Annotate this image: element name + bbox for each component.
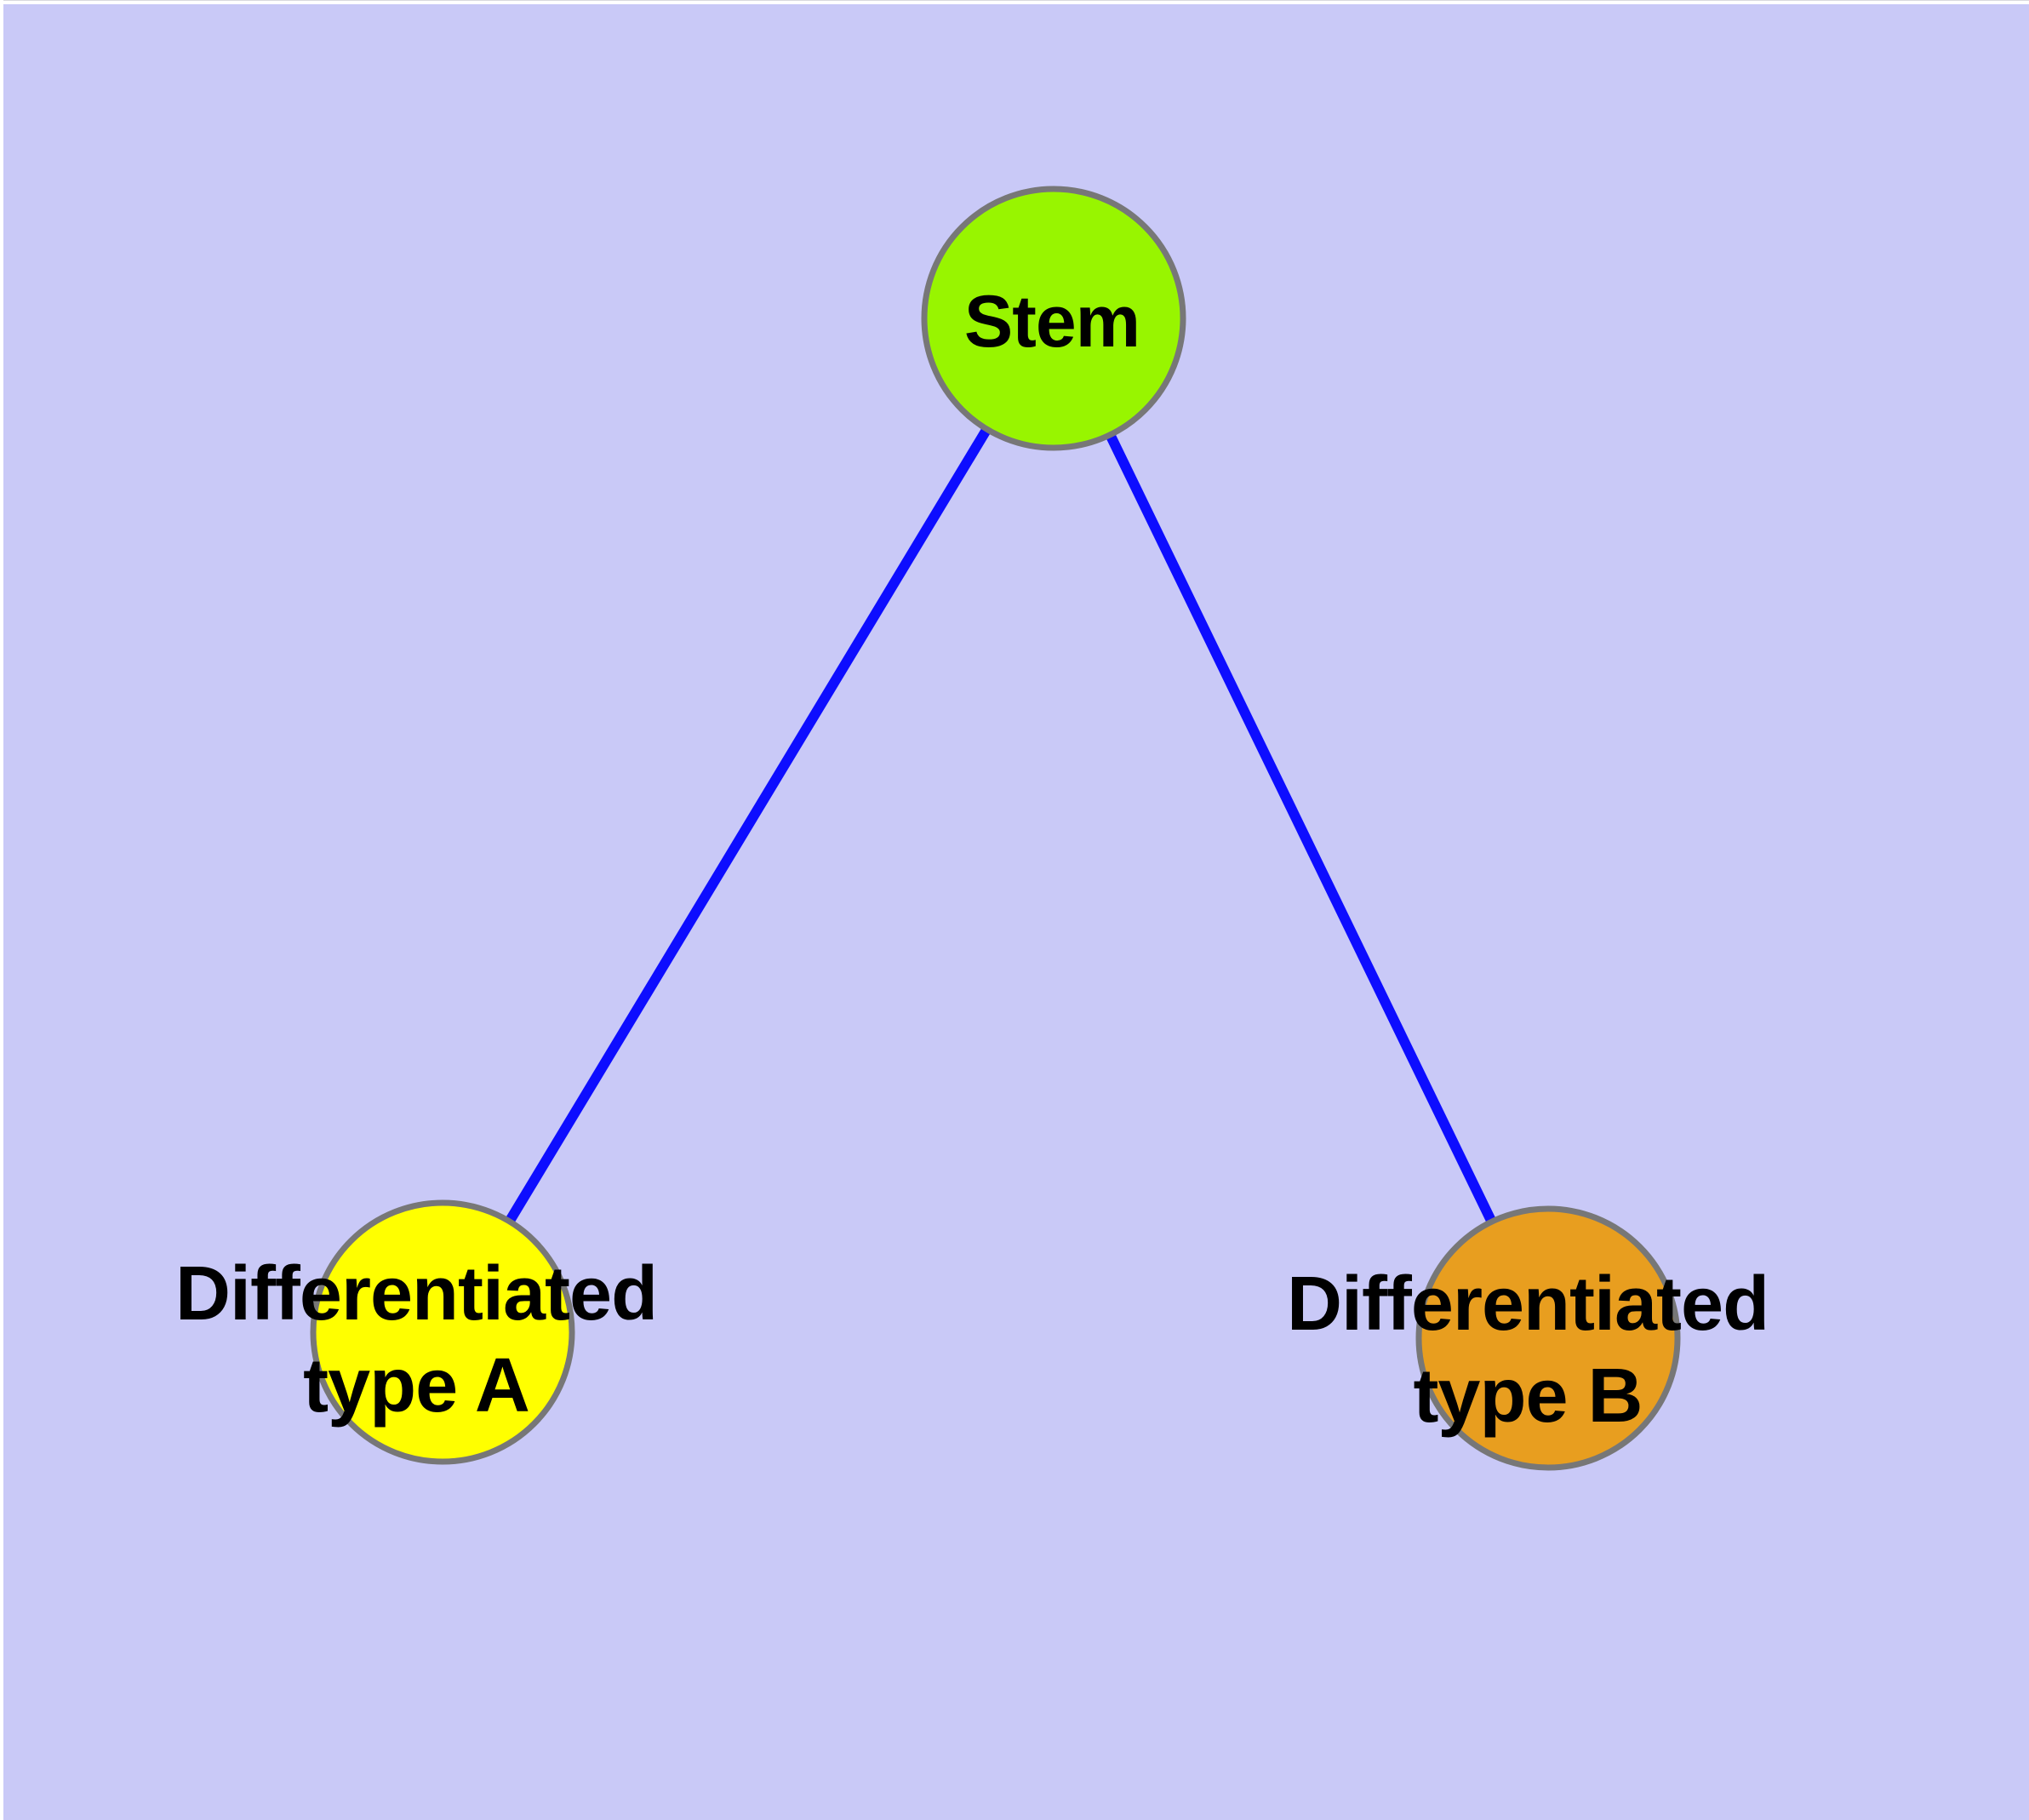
edge-stem-to-type-b <box>1049 316 1553 1341</box>
node-type-b-circle <box>1415 1205 1681 1471</box>
node-stem-circle <box>921 186 1186 451</box>
node-type-a-circle <box>310 1199 575 1465</box>
window-edge-left <box>0 0 3 1820</box>
window-edge-top <box>0 0 2029 4</box>
edge-stem-to-type-a <box>437 315 1059 1336</box>
